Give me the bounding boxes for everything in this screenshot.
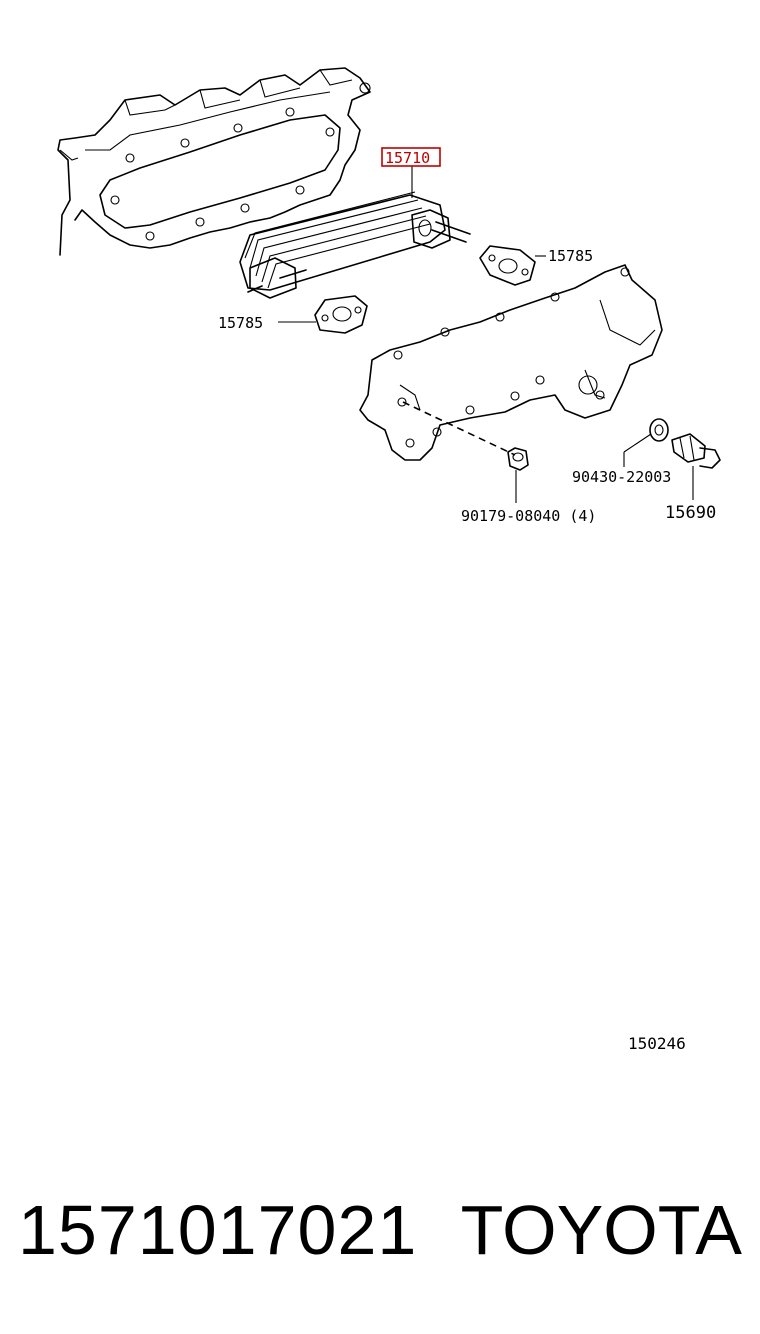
leader-lines xyxy=(278,166,694,503)
parts-diagram: 15710 15785 15785 90430-22003 90179-0804… xyxy=(57,67,721,525)
callout-cooler[interactable]: 15710 xyxy=(385,149,430,167)
oil-cooler-element[interactable] xyxy=(239,191,471,299)
part-number: 1571017021 xyxy=(18,1191,418,1269)
highlight-box xyxy=(381,147,441,167)
washer-icon[interactable] xyxy=(649,418,669,442)
callout-gasket-left[interactable]: 15785 xyxy=(218,314,263,332)
oil-cooler-cover[interactable] xyxy=(359,264,663,461)
diagram-reference-number: 150246 xyxy=(628,1034,686,1053)
alignment-line xyxy=(402,401,516,456)
plug-icon[interactable] xyxy=(671,433,721,469)
callout-gasket-right[interactable]: 15785 xyxy=(548,247,593,265)
gasket-right[interactable] xyxy=(479,245,536,286)
engine-block-outline xyxy=(57,67,371,256)
footer: 1571017021 TOYOTA xyxy=(18,1190,748,1280)
brand-name: TOYOTA xyxy=(460,1191,742,1269)
callout-plug[interactable]: 15690 xyxy=(665,503,716,523)
gasket-left[interactable] xyxy=(314,295,368,334)
nut-icon[interactable] xyxy=(507,447,529,471)
callout-nut[interactable]: 90179-08040 (4) xyxy=(461,507,596,525)
callout-washer[interactable]: 90430-22003 xyxy=(572,468,671,486)
